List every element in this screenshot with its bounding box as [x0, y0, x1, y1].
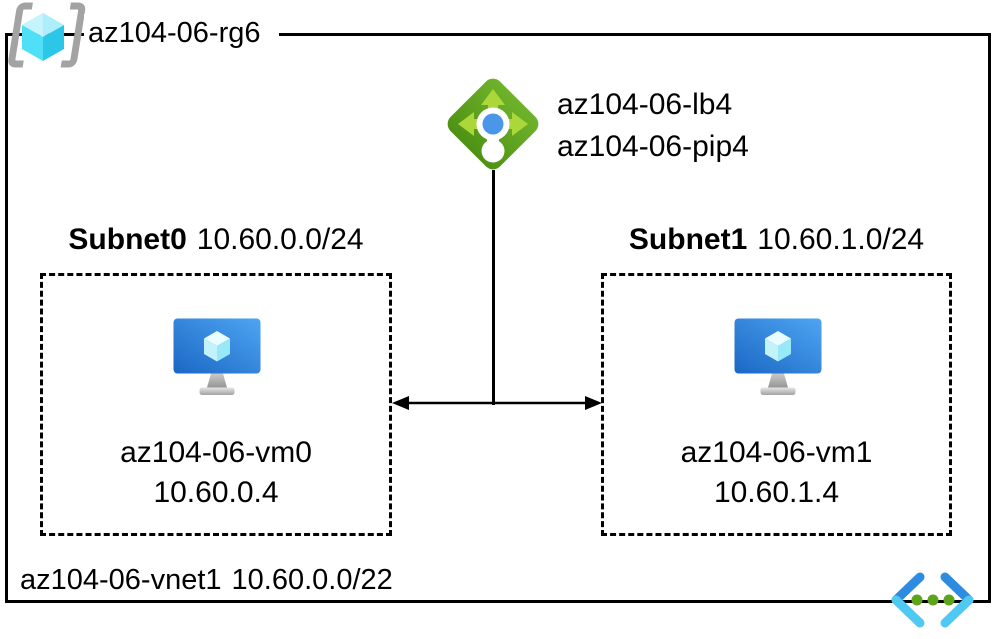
vm1-name: az104-06-vm1	[680, 436, 873, 469]
subnet1-name: Subnet1	[628, 223, 748, 256]
vm1-label: az104-06-vm1 10.60.1.4	[601, 433, 952, 513]
resource-group-icon	[8, 2, 86, 68]
load-balancer-name: az104-06-lb4	[557, 88, 733, 121]
subnet0-cidr: 10.60.0.0/24	[196, 223, 364, 256]
subnet0-label: Subnet0 10.60.0.0/24	[40, 221, 392, 259]
public-ip-name: az104-06-pip4	[557, 130, 749, 163]
subnet-double-arrow	[392, 396, 602, 410]
vnet-cidr: 10.60.0.0/22	[231, 564, 393, 596]
vm0-label: az104-06-vm0 10.60.0.4	[40, 433, 392, 513]
subnet0-boundary	[40, 273, 392, 536]
resource-group-label: az104-06-rg6	[84, 14, 279, 52]
subnet1-cidr: 10.60.1.0/24	[757, 223, 925, 256]
vm0-ip: 10.60.0.4	[153, 476, 279, 509]
virtual-network-icon	[891, 572, 974, 628]
load-balancer-label: az104-06-lb4 az104-06-pip4	[557, 84, 749, 168]
subnet0-name: Subnet0	[68, 223, 187, 256]
vm1-ip: 10.60.1.4	[713, 476, 840, 509]
virtual-machine-icon-vm1	[734, 318, 822, 395]
subnet1-boundary	[601, 273, 952, 536]
subnet1-label: Subnet1 10.60.1.0/24	[601, 221, 952, 259]
lb-connector-line	[492, 170, 495, 405]
virtual-machine-icon-vm0	[173, 318, 261, 395]
load-balancer-icon	[447, 78, 539, 170]
vnet-name: az104-06-vnet1	[20, 564, 222, 596]
vm0-name: az104-06-vm0	[120, 436, 312, 469]
resource-group-boundary	[5, 33, 991, 603]
vnet-label: az104-06-vnet1 10.60.0.0/22	[20, 565, 393, 595]
